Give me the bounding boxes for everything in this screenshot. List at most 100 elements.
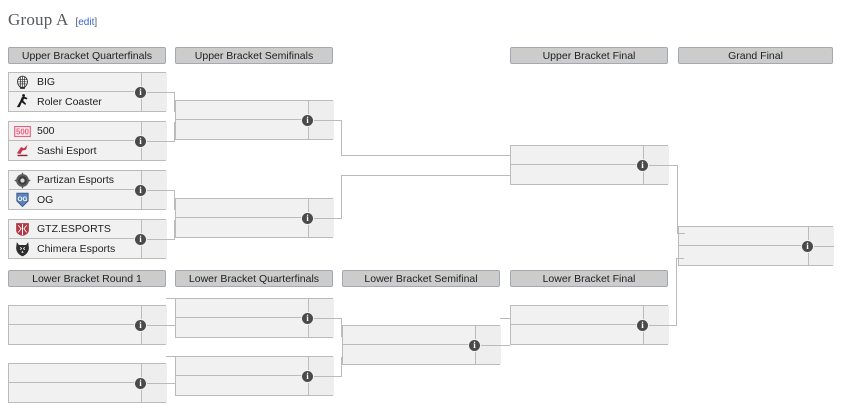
round-header-lower-bracket-final[interactable]: Lower Bracket Final [510,270,668,287]
connector [333,318,342,319]
team-name: Roler Coaster [37,95,102,108]
match-opponent-top[interactable]: 500 500 [9,122,165,141]
sashi-icon [12,142,32,160]
connector [668,325,677,326]
match-lbr1-1[interactable]: i [8,305,167,345]
match-opponent-bottom[interactable] [176,318,332,337]
match-opponent-bottom[interactable] [176,218,332,237]
match-info-icon[interactable]: i [135,136,146,147]
match-info-icon[interactable]: i [802,241,813,252]
match-lower-bracket-final[interactable]: i [510,305,669,345]
match-info-icon[interactable]: i [302,213,313,224]
connector [166,141,175,142]
connector [500,318,510,319]
match-opponent-top[interactable] [176,299,332,318]
match-info-icon[interactable]: i [135,234,146,245]
match-ubsf-1[interactable]: i [175,100,334,140]
match-info-icon[interactable]: i [135,87,146,98]
match-opponent-top[interactable] [679,227,832,246]
connector [341,120,342,155]
match-info-icon[interactable]: i [469,340,480,351]
match-info-icon[interactable]: i [637,160,648,171]
svg-text:500: 500 [16,127,30,136]
match-opponent-top[interactable] [9,364,165,383]
match-info-icon[interactable]: i [302,115,313,126]
match-info-icon[interactable]: i [135,320,146,331]
match-info-icon[interactable]: i [302,371,313,382]
connector [341,357,342,376]
match-opponent-top[interactable]: Partizan Esports [9,171,165,190]
connector [166,298,175,299]
connector [333,376,342,377]
round-header-lower-bracket-round-1[interactable]: Lower Bracket Round 1 [8,270,166,287]
round-header-lower-bracket-semifinal[interactable]: Lower Bracket Semifinal [342,270,500,287]
connector [166,356,175,357]
round-header-grand-final[interactable]: Grand Final [678,47,833,64]
match-grand-final[interactable]: i [678,226,834,266]
edit-label[interactable]: edit [78,17,95,28]
match-info-icon[interactable]: i [135,378,146,389]
partizan-icon [12,171,32,189]
connector [333,218,342,219]
match-opponent-bottom[interactable] [9,383,165,402]
match-info-icon[interactable]: i [637,320,648,331]
team-name: OG [37,193,54,206]
match-upper-bracket-final[interactable]: i [510,145,669,185]
match-opponent-top[interactable] [511,146,667,165]
team-name: Sashi Esport [37,144,97,157]
match-ubqf-1[interactable]: BIG Roler Coaster i [8,72,167,112]
match-opponent-top[interactable] [511,306,667,325]
bracket-close: ] [94,17,98,28]
match-info-icon[interactable]: i [302,313,313,324]
match-opponent-top[interactable]: BIG [9,73,165,92]
gtz-icon [12,220,32,238]
match-opponent-top[interactable] [176,101,332,120]
match-opponent-top[interactable] [176,199,332,218]
page-heading: Group A [edit] [8,10,97,30]
connector [341,175,342,218]
match-opponent-bottom[interactable]: Sashi Esport [9,141,165,160]
round-header-upper-bracket-quarterfinals[interactable]: Upper Bracket Quarterfinals [8,47,166,64]
score-column [643,146,669,184]
chimera-icon [12,240,32,258]
connector [166,190,175,191]
match-lbr1-2[interactable]: i [8,363,167,403]
match-opponent-top[interactable] [9,306,165,325]
match-ubsf-2[interactable]: i [175,198,334,238]
match-lower-bracket-semifinal[interactable]: i [342,325,501,365]
match-opponent-bottom[interactable] [511,325,667,344]
match-opponent-bottom[interactable] [343,345,499,364]
match-lbqf-2[interactable]: i [175,356,334,396]
match-lbqf-1[interactable]: i [175,298,334,338]
match-opponent-bottom[interactable] [9,325,165,344]
match-info-icon[interactable]: i [135,185,146,196]
big-icon [12,73,32,91]
match-opponent-bottom[interactable]: Roler Coaster [9,92,165,111]
connector [677,165,678,233]
team-name: GTZ.ESPORTS [37,223,111,235]
connector [668,165,678,166]
match-opponent-bottom[interactable] [176,120,332,139]
match-opponent-bottom[interactable]: OG OG [9,190,165,209]
match-opponent-bottom[interactable] [511,165,667,184]
connector [166,239,175,240]
connector [500,345,510,346]
match-opponent-top[interactable] [176,357,332,376]
match-opponent-bottom[interactable]: Chimera Esports [9,239,165,258]
connector [166,383,175,384]
round-header-upper-bracket-semifinals[interactable]: Upper Bracket Semifinals [175,47,333,64]
match-opponent-top[interactable]: GTZ.ESPORTS [9,220,165,239]
match-ubqf-3[interactable]: Partizan Esports OG OG i [8,170,167,210]
edit-section-link[interactable]: [edit] [75,17,97,28]
team-name: Partizan Esports [37,174,115,186]
connector [341,155,510,156]
round-header-lower-bracket-quarterfinals[interactable]: Lower Bracket Quarterfinals [175,270,333,287]
match-ubqf-4[interactable]: GTZ.ESPORTS Chimera Esports i [8,219,167,259]
connector [174,122,175,142]
match-opponent-bottom[interactable] [176,376,332,395]
match-ubqf-2[interactable]: 500 500 Sashi Esport i [8,121,167,161]
match-opponent-bottom[interactable] [679,246,832,265]
match-opponent-top[interactable] [343,326,499,345]
round-header-upper-bracket-final[interactable]: Upper Bracket Final [510,47,668,64]
connector [341,175,510,176]
